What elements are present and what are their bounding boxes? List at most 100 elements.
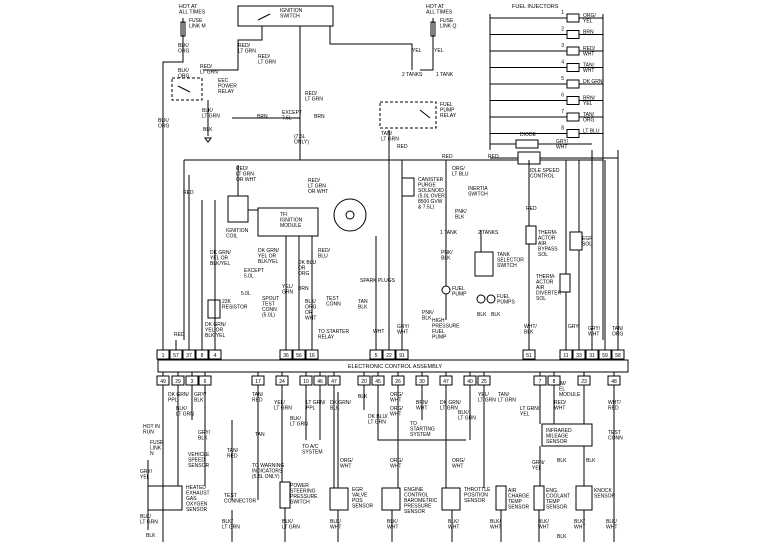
lw-org-wht-d: ORG/WHT <box>390 458 403 470</box>
ecu-bottom-pin-number: 47 <box>443 379 449 385</box>
egr-sol-box <box>569 231 583 251</box>
injector-number: 1 <box>561 10 564 16</box>
ecu-bottom-pin-number: 45 <box>375 379 381 385</box>
tfi-module-box <box>257 207 319 237</box>
lw-blk-wht-f: BLK/WHT <box>574 519 585 531</box>
engine-bp-box <box>381 487 401 511</box>
fuel-pumps-motor-a <box>476 294 486 304</box>
wire-red-blu: RED/BLU <box>318 248 331 260</box>
coolant-box <box>533 485 545 511</box>
yel-wire-top <box>329 26 413 70</box>
ecu-bottom-pin-number: 10 <box>303 379 309 385</box>
lw-blk-h: BLK <box>146 533 156 539</box>
wire-pnk-blk: PNK/BLK <box>455 209 467 221</box>
eec-relay-switch <box>177 85 191 93</box>
wire-gry-wht-a: GRY/WHT <box>556 139 569 151</box>
thermactor-bypass-box <box>525 225 537 245</box>
lw-dk-grn-ltgrn: DK GRN/LT GRN <box>440 400 461 412</box>
lw-blk-wht-d: BLK/WHT <box>490 519 501 531</box>
ecu-top-pin-number: 1 <box>162 353 165 359</box>
ecu-top-pin-number: 37 <box>186 353 192 359</box>
lw-yel-ltgrn: YEL/LT GRN <box>274 400 292 412</box>
ignition-switch-box <box>237 5 334 27</box>
ecu-bottom-pin-number: 48 <box>611 379 617 385</box>
spark-plugs-label: SPARK PLUGS <box>360 278 396 284</box>
fuel-injector-5: 5 DK GRN <box>490 76 603 89</box>
lw-org-wht: ORG/WHT <box>390 392 403 404</box>
wire-blk-ltgrn: BLK/LT GRN <box>202 108 220 120</box>
ecu-top-pin-number: 5 <box>375 353 378 359</box>
throttle-box <box>441 487 461 511</box>
ecu-bottom-pin-number: 23 <box>581 379 587 385</box>
wire-segment <box>377 392 466 441</box>
relay-to-ignition-wire <box>203 26 263 71</box>
ecu-label: ELECTRONIC CONTROL ASSEMBLY <box>348 364 442 370</box>
wire-pnk-blk-c: PNK/BLK <box>422 310 434 322</box>
wire-gry: GRY <box>568 324 579 330</box>
lw-tan-red-b: TAN/RED <box>227 448 239 460</box>
air-charge-box <box>495 485 507 511</box>
wire-red-b: RED <box>442 154 453 160</box>
injector-wire-color: DK GRN <box>583 79 603 85</box>
lw-gry-blk-b: GRY/BLK <box>198 430 211 442</box>
wires-layer <box>147 130 619 542</box>
ecu-bottom-pin-number: 7 <box>539 379 542 385</box>
wire-red-ltgrn-c: RED/LT GRN <box>258 54 276 66</box>
lw-blk-ltgrn-d: BLK/LT GRN <box>290 416 308 428</box>
canister-purge-box <box>401 177 415 197</box>
lw-blk-ltgrn-g: BLK/LT GRN <box>140 514 158 526</box>
distributor-rotor <box>345 210 355 220</box>
tank-selector-box <box>474 251 494 277</box>
ecu-top-pin-number: 33 <box>576 353 582 359</box>
injector-wire-color: BRN <box>583 30 594 36</box>
ecu-top-pin-number: 51 <box>526 353 532 359</box>
wire-brn-b: BRN <box>314 114 325 120</box>
lw-wht-red: WHT/RED <box>608 400 621 412</box>
infrared-box <box>541 423 593 447</box>
injector-number: 2 <box>561 27 564 33</box>
wire-pnk-blk-b: PNK/BLK <box>441 250 453 262</box>
injector-wire-color: TAN/ORG <box>583 112 595 124</box>
wire-red-e: RED <box>526 206 537 212</box>
wire-org-ltblu: ORG/LT BLU <box>452 166 469 178</box>
ecu-top-pin-number: 22 <box>386 353 392 359</box>
wire-blk-org-b: BLK/ORG <box>178 68 190 80</box>
thermactor-diverter-box <box>559 273 571 293</box>
two-tanks-label: 2 TANKS <box>402 72 423 78</box>
fuel-pump-relay-box <box>379 101 437 129</box>
ecu-top-pin-number: 58 <box>615 353 621 359</box>
injector-number: 5 <box>561 76 564 82</box>
lw-blk-wht-b: BLK/WHT <box>387 519 398 531</box>
wire-red-ltgrn-b: RED/LT GRN <box>238 43 256 55</box>
ecu-bottom-pin-number: 6 <box>204 379 207 385</box>
lw-yel-ltgrn-b: YEL/LT GRN <box>478 392 496 404</box>
wire-yel-grn: YEL/GRN <box>282 284 294 296</box>
lw-blk-ltgrn-f: BLK/LT GRN <box>282 519 300 531</box>
